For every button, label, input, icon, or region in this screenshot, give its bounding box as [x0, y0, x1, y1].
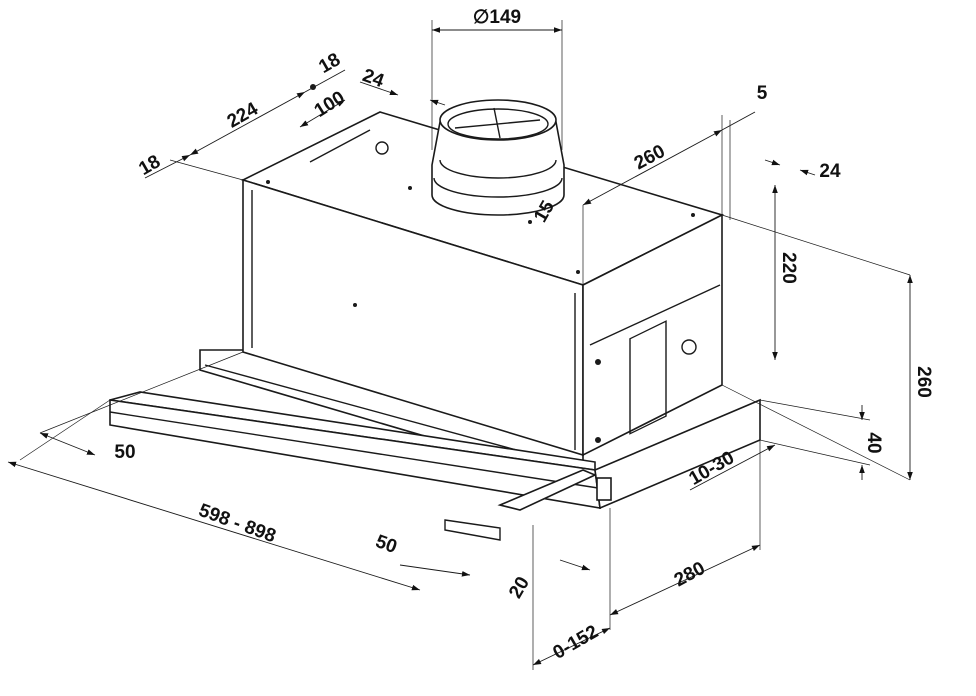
label-top-18-left: 18: [135, 151, 164, 180]
label-width: 598 - 898: [196, 500, 279, 547]
label-visor-40: 40: [863, 432, 884, 453]
front-visor: [109, 391, 761, 541]
label-right-5: 5: [757, 83, 768, 104]
label-front-20: 20: [505, 573, 534, 602]
label-right-24: 24: [819, 161, 841, 182]
dimension-lines: [7, 27, 913, 666]
label-left-50: 50: [114, 442, 135, 463]
label-top-24: 24: [360, 65, 387, 92]
label-front-50: 50: [373, 531, 400, 558]
label-extension-0-152: 0-152: [549, 621, 602, 663]
label-top-224: 224: [224, 98, 262, 132]
label-depth-260: 260: [631, 141, 669, 174]
cable-hole-icon: [681, 339, 697, 355]
label-height-220: 220: [778, 252, 799, 284]
duct-collar: [431, 99, 565, 216]
label-top-18-right: 18: [315, 49, 344, 78]
label-duct-diameter: ∅149: [473, 7, 521, 28]
label-height-260: 260: [913, 366, 934, 398]
switch-icon: [596, 477, 612, 501]
label-depth-280: 280: [671, 558, 709, 591]
